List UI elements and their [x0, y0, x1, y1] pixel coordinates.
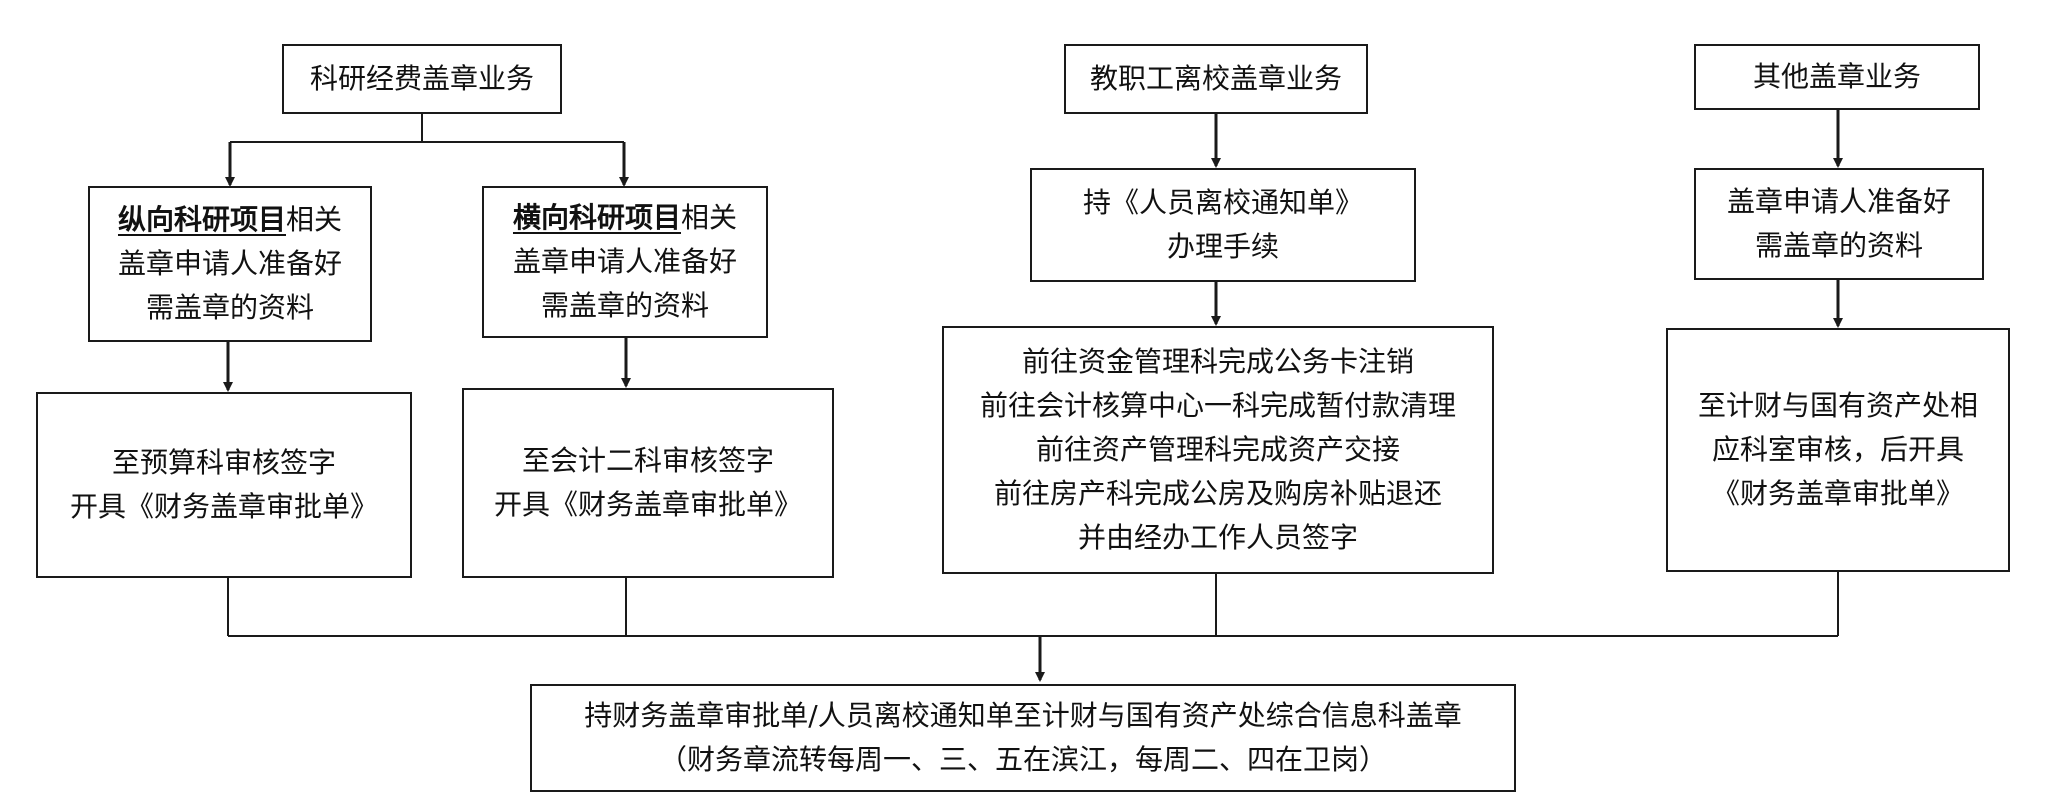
departure-stamp-category-label: 教职工离校盖章业务 — [1089, 62, 1342, 95]
horizontal-research-line3: 需盖章的资料 — [540, 289, 709, 322]
final-line2: （财务章流转每周一、三、五在滨江，每周二、四在卫岗） — [658, 743, 1387, 776]
horizontal-research-review-box: 至会计二科审核签字 开具《财务盖章审批单》 — [462, 388, 834, 578]
vertical-review-line2: 开具《财务盖章审批单》 — [69, 490, 378, 523]
departure-step: 并由经办工作人员签字 — [1077, 521, 1358, 554]
horizontal-research-line2: 盖章申请人准备好 — [512, 245, 737, 278]
research-stamp-category: 科研经费盖章业务 — [282, 44, 562, 114]
other-review-box: 至计财与国有资产处相 应科室审核，后开具 《财务盖章审批单》 — [1666, 328, 2010, 572]
final-stamp-box: 持财务盖章审批单/人员离校通知单至计财与国有资产处综合信息科盖章 （财务章流转每… — [530, 684, 1516, 792]
other-prepare-box: 盖章申请人准备好 需盖章的资料 — [1694, 168, 1984, 280]
departure-step: 前往房产科完成公房及购房补贴退还 — [993, 477, 1442, 510]
departure-step: 前往资金管理科完成公务卡注销 — [1021, 345, 1414, 378]
vertical-research-suffix: 相关 — [286, 203, 343, 236]
other-prepare-line2: 需盖章的资料 — [1754, 229, 1923, 262]
research-stamp-category-label: 科研经费盖章业务 — [309, 62, 534, 95]
vertical-research-line3: 需盖章的资料 — [145, 291, 314, 324]
departure-stamp-category: 教职工离校盖章业务 — [1064, 44, 1368, 114]
departure-notice-line1: 持《人员离校通知单》 — [1082, 186, 1363, 219]
vertical-review-line1: 至预算科审核签字 — [111, 446, 336, 479]
vertical-research-review-box: 至预算科审核签字 开具《财务盖章审批单》 — [36, 392, 412, 578]
horizontal-research-emphasis: 横向科研项目 — [512, 201, 681, 234]
vertical-research-line2: 盖章申请人准备好 — [117, 247, 342, 280]
departure-step: 前往会计核算中心一科完成暂付款清理 — [979, 389, 1456, 422]
horizontal-review-line1: 至会计二科审核签字 — [521, 444, 774, 477]
departure-steps-box: 前往资金管理科完成公务卡注销 前往会计核算中心一科完成暂付款清理 前往资产管理科… — [942, 326, 1494, 574]
other-review-line1: 至计财与国有资产处相 — [1697, 389, 1978, 422]
other-stamp-category-label: 其他盖章业务 — [1752, 60, 1921, 93]
departure-notice-line2: 办理手续 — [1166, 230, 1279, 263]
horizontal-research-suffix: 相关 — [681, 201, 738, 234]
other-review-line2: 应科室审核，后开具 — [1711, 433, 1964, 466]
departure-step: 前往资产管理科完成资产交接 — [1035, 433, 1400, 466]
vertical-research-prepare-box: 纵向科研项目相关 盖章申请人准备好 需盖章的资料 — [88, 186, 372, 342]
departure-notice-box: 持《人员离校通知单》 办理手续 — [1030, 168, 1416, 282]
other-prepare-line1: 盖章申请人准备好 — [1726, 185, 1951, 218]
horizontal-research-prepare-box: 横向科研项目相关 盖章申请人准备好 需盖章的资料 — [482, 186, 768, 338]
other-stamp-category: 其他盖章业务 — [1694, 44, 1980, 110]
vertical-research-emphasis: 纵向科研项目 — [117, 203, 286, 236]
other-review-line3: 《财务盖章审批单》 — [1711, 477, 1964, 510]
horizontal-review-line2: 开具《财务盖章审批单》 — [493, 488, 802, 521]
final-line1: 持财务盖章审批单/人员离校通知单至计财与国有资产处综合信息科盖章 — [584, 699, 1462, 732]
